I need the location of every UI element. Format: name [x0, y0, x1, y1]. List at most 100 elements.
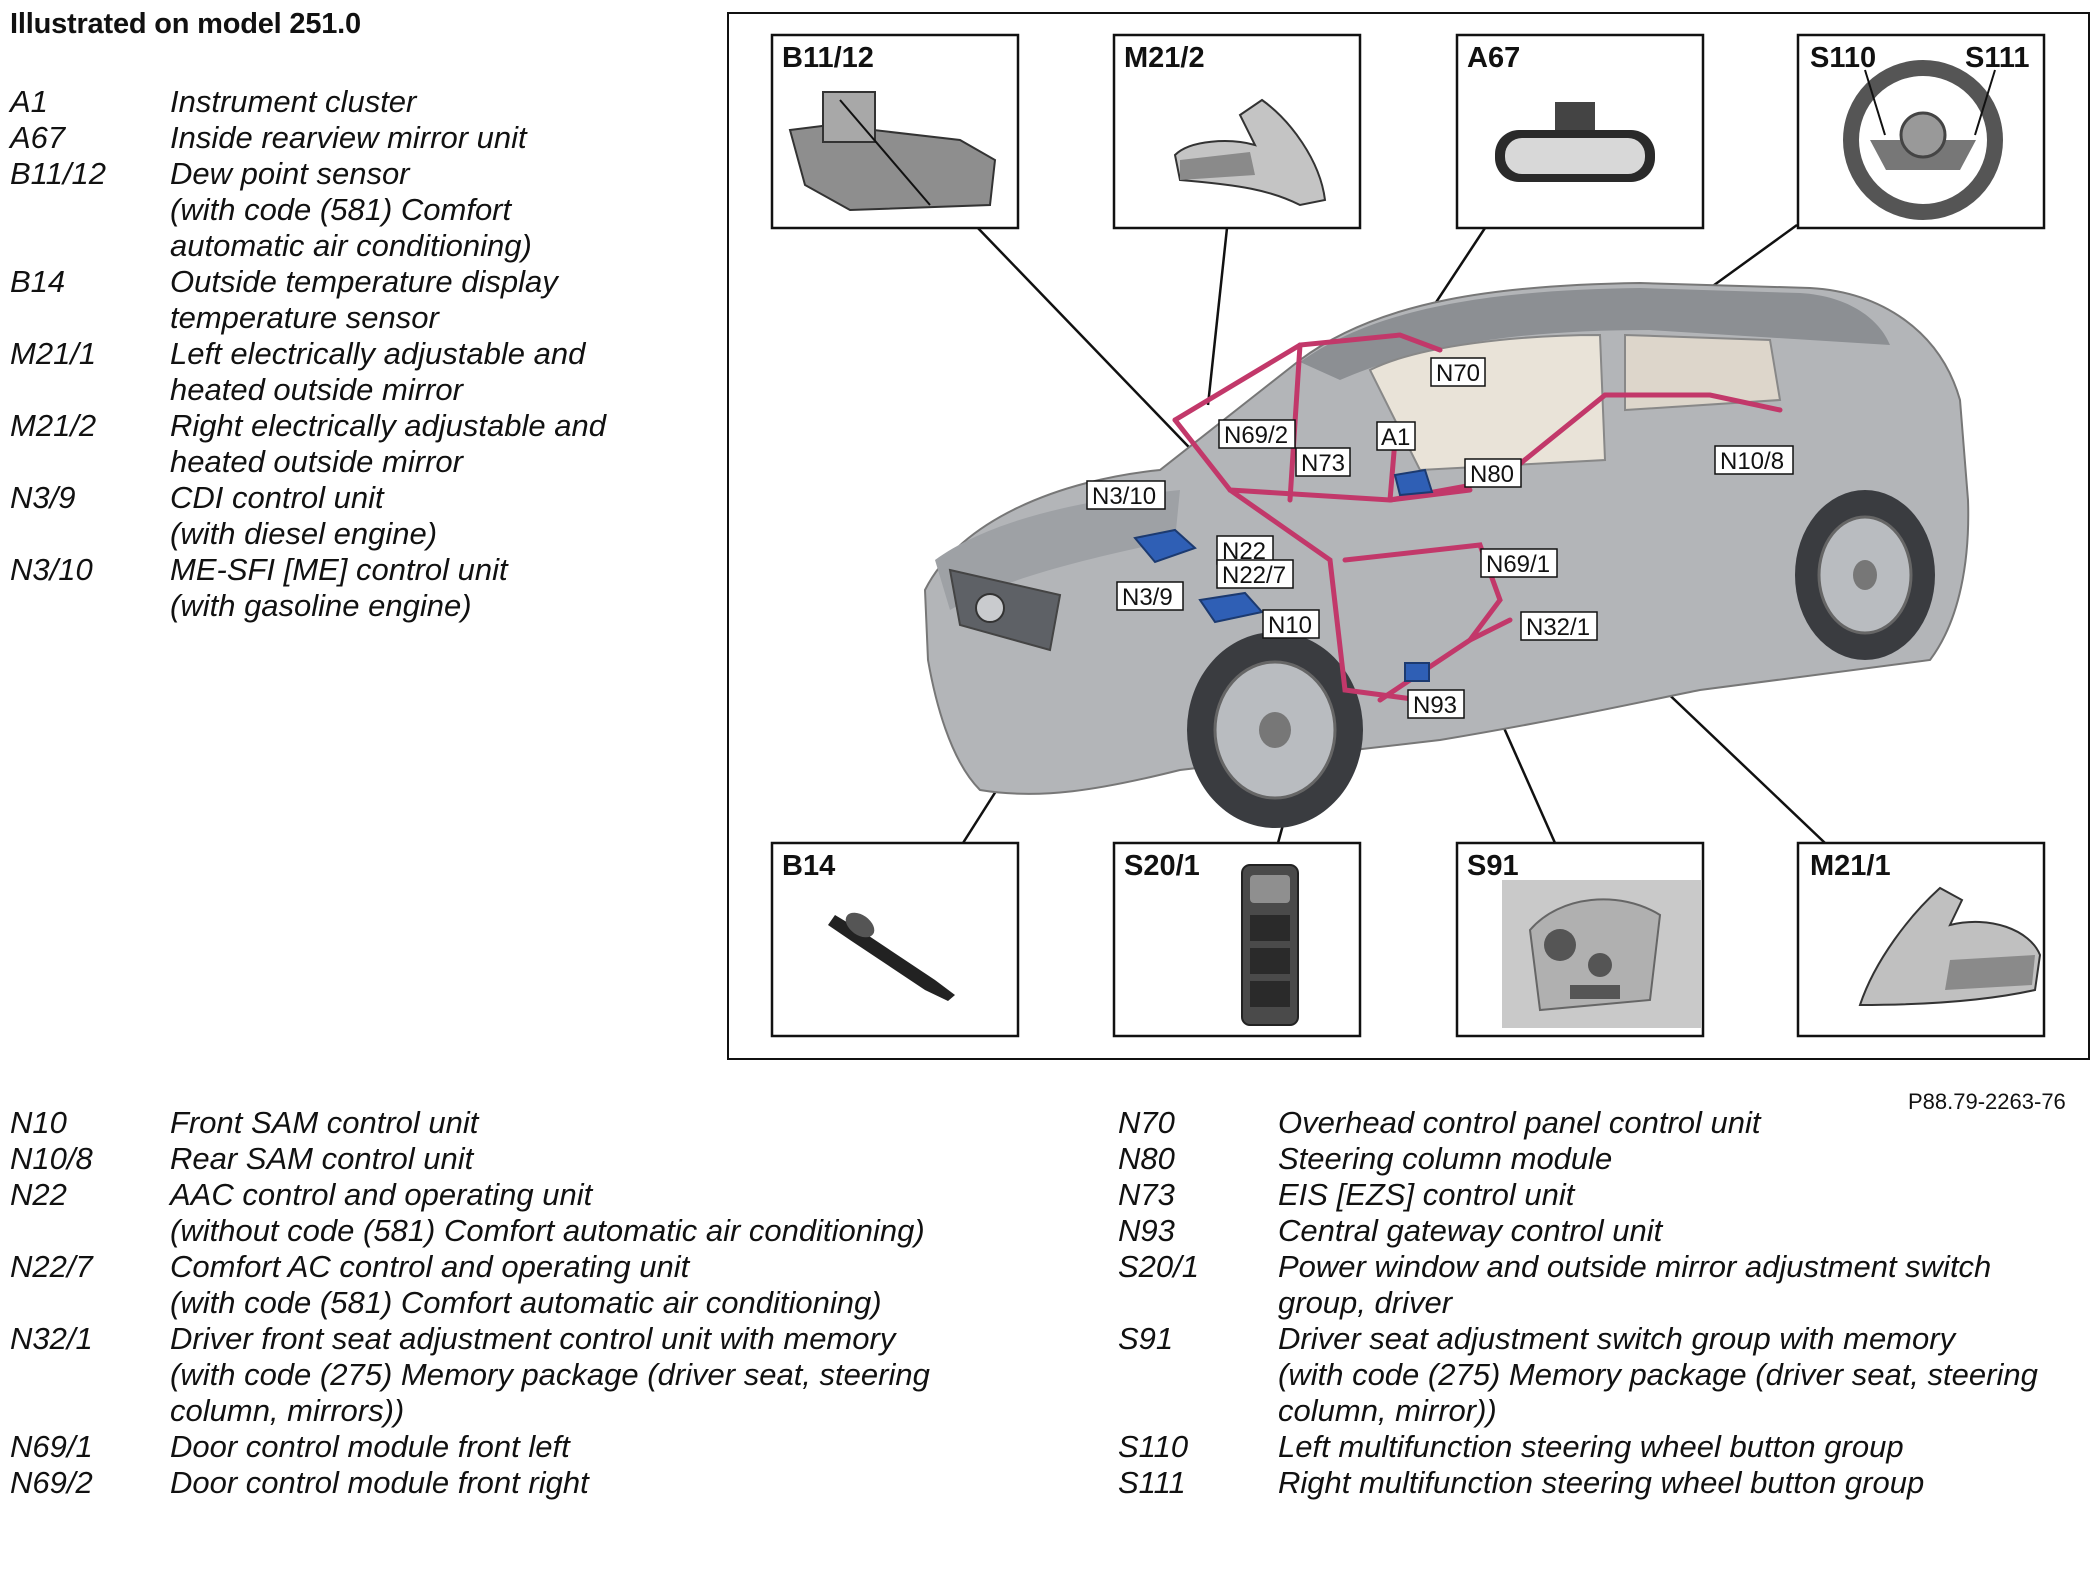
legend-code: N22 — [10, 1177, 67, 1212]
car-label-a1: A1 — [1381, 424, 1410, 451]
car-label-n70: N70 — [1436, 360, 1480, 387]
legend-bottom-right: N70 Overhead control panel control unit N… — [1118, 1105, 2078, 1501]
legend-item: N73 EIS [EZS] control unit — [1118, 1177, 2078, 1213]
legend-code: S110 — [1118, 1429, 1189, 1464]
legend-code: A67 — [10, 120, 66, 155]
car-label-box — [1464, 458, 1522, 488]
legend-desc: Comfort AC control and operating unit (w… — [170, 1249, 882, 1320]
legend-desc: Central gateway control unit — [1278, 1213, 1663, 1248]
inset-label-a67: A67 — [1467, 42, 1520, 74]
legend-top: A1 Instrument cluster A67 Inside rearview … — [10, 84, 630, 624]
legend-code: N10 — [10, 1105, 67, 1140]
car-label-box — [1116, 581, 1184, 611]
car-label-box — [1376, 421, 1416, 451]
legend-item: N70 Overhead control panel control unit — [1118, 1105, 2078, 1141]
inset-b14-picture — [828, 912, 955, 1001]
legend-item: N22/7 Comfort AC control and operating un… — [10, 1249, 1070, 1321]
legend-desc: Power window and outside mirror adjustme… — [1278, 1249, 1992, 1320]
inset-m21-2-picture — [1173, 98, 1327, 207]
inset-label-s20-1: S20/1 — [1124, 850, 1200, 882]
legend-desc: Instrument cluster — [170, 84, 417, 119]
legend-code: N22/7 — [10, 1249, 93, 1284]
car-illustration — [923, 281, 1970, 828]
legend-item: A1 Instrument cluster — [10, 84, 630, 120]
legend-item: B14 Outside temperature display temperatu… — [10, 264, 630, 336]
legend-code: N3/10 — [10, 552, 93, 587]
legend-code: B11/12 — [10, 156, 106, 191]
legend-code: N80 — [1118, 1141, 1175, 1176]
legend-item: N22 AAC control and operating unit (witho… — [10, 1177, 1070, 1249]
figure-code: P88.79-2263-76 — [1908, 1089, 2066, 1114]
legend-code: M21/1 — [10, 336, 97, 371]
inset-b11-12-picture — [788, 91, 997, 212]
legend-item: B11/12 Dew point sensor (with code (581) … — [10, 156, 630, 264]
car-label-box — [1216, 559, 1294, 589]
inset-label-b11-12: B11/12 — [782, 42, 874, 74]
legend-desc: Driver front seat adjustment control uni… — [170, 1321, 930, 1428]
legend-code: N10/8 — [10, 1141, 93, 1176]
inset-steering-wheel-picture — [1843, 60, 2003, 220]
inset-label-s91: S91 — [1467, 850, 1519, 882]
legend-desc: Inside rearview mirror unit — [170, 120, 527, 155]
legend-code: B14 — [10, 264, 66, 299]
legend-item: N10 Front SAM control unit — [10, 1105, 1070, 1141]
legend-desc: AAC control and operating unit (without … — [170, 1177, 925, 1248]
control-modules — [1133, 468, 1434, 682]
legend-desc: CDI control unit (with diesel engine) — [170, 480, 438, 551]
legend-desc: Steering column module — [1278, 1141, 1613, 1176]
car-label-n10-8: N10/8 — [1720, 448, 1784, 475]
inset-label-s111: S111 — [1965, 42, 2030, 74]
legend-code: A1 — [10, 84, 48, 119]
legend-bottom-left: N10 Front SAM control unit N10/8 Rear SAM … — [10, 1105, 1070, 1501]
car-label-n93: N93 — [1413, 692, 1457, 719]
car-label-n3-10: N3/10 — [1092, 483, 1156, 510]
car-label-box — [1407, 689, 1465, 719]
inset-m21-1-picture — [1858, 886, 2042, 1007]
car-label-box — [1262, 609, 1320, 639]
car-label-n10: N10 — [1268, 612, 1312, 639]
legend-item: M21/2 Right electrically adjustable and h… — [10, 408, 630, 480]
legend-item: S110 Left multifunction steering wheel bu… — [1118, 1429, 2078, 1465]
legend-desc: Left multifunction steering wheel button… — [1278, 1429, 1904, 1464]
legend-desc: Left electrically adjustable and heated … — [170, 336, 586, 407]
car-label-box — [1520, 611, 1598, 641]
legend-desc: Outside temperature display temperature … — [170, 264, 558, 335]
legend-code: S91 — [1118, 1321, 1174, 1356]
legend-desc: Dew point sensor (with code (581) Comfor… — [170, 156, 532, 263]
legend-code: N69/2 — [10, 1465, 93, 1500]
inset-label-m21-1: M21/1 — [1810, 850, 1891, 882]
legend-item: N10/8 Rear SAM control unit — [10, 1141, 1070, 1177]
legend-item: N80 Steering column module — [1118, 1141, 2078, 1177]
inset-s91-picture — [1502, 880, 1702, 1028]
legend-code: N70 — [1118, 1105, 1175, 1140]
page-heading: Illustrated on model 251.0 — [10, 8, 361, 40]
legend-item: A67 Inside rearview mirror unit — [10, 120, 630, 156]
legend-desc: Right electrically adjustable and heated… — [170, 408, 606, 479]
car-label-n22-7: N22/7 — [1222, 562, 1286, 589]
legend-desc: Front SAM control unit — [170, 1105, 479, 1140]
car-label-box — [1714, 445, 1794, 475]
legend-code: N93 — [1118, 1213, 1175, 1248]
legend-desc: Rear SAM control unit — [170, 1141, 474, 1176]
legend-desc: Overhead control panel control unit — [1278, 1105, 1761, 1140]
legend-desc: ME-SFI [ME] control unit (with gasoline … — [170, 552, 508, 623]
inset-label-m21-2: M21/2 — [1124, 42, 1205, 74]
legend-item: M21/1 Left electrically adjustable and he… — [10, 336, 630, 408]
inset-label-s110: S110 — [1810, 42, 1876, 74]
car-label-box — [1218, 419, 1296, 449]
legend-desc: Door control module front left — [170, 1429, 570, 1464]
legend-item: N93 Central gateway control unit — [1118, 1213, 2078, 1249]
car-label-n3-9: N3/9 — [1122, 584, 1173, 611]
legend-code: M21/2 — [10, 408, 97, 443]
car-label-box — [1086, 480, 1166, 510]
legend-desc: EIS [EZS] control unit — [1278, 1177, 1575, 1212]
legend-code: N3/9 — [10, 480, 76, 515]
legend-code: N73 — [1118, 1177, 1175, 1212]
inset-a67-picture — [1495, 102, 1655, 182]
